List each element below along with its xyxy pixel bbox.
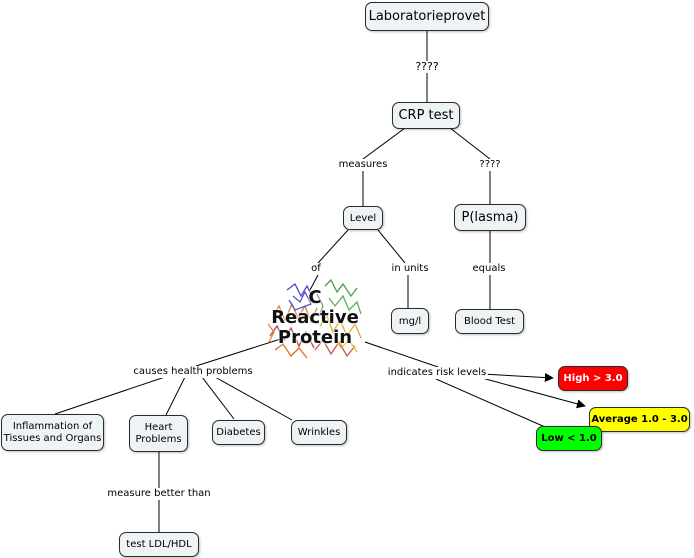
link-crp-qq	[449, 127, 491, 160]
link-protein-indicates	[364, 341, 439, 368]
link-label-causes-health-problems: causes health problems	[131, 366, 255, 378]
node-inflammation-line2: Tissues and Organs	[3, 432, 102, 444]
link-label-crp-plasma: ????	[477, 159, 503, 171]
link-level-of	[317, 229, 349, 264]
node-heart-line1: Heart	[144, 421, 173, 433]
link-label-measure-better-than: measure better than	[105, 488, 213, 500]
link-label-measures: measures	[336, 159, 390, 171]
node-laboratorieprovet[interactable]: Laboratorieprovet	[365, 2, 489, 31]
protein-structure-image	[267, 278, 362, 359]
node-risk-high-label: High > 3.0	[563, 373, 623, 384]
link-level-units	[377, 229, 406, 264]
link-protein-causes	[195, 335, 291, 367]
node-heart-line2: Problems	[135, 433, 182, 445]
node-level-label: Level	[349, 212, 377, 224]
node-blood-test[interactable]: Blood Test	[455, 309, 524, 334]
node-blood-test-label: Blood Test	[463, 316, 516, 327]
node-risk-average[interactable]: Average 1.0 - 3.0	[589, 407, 690, 432]
protein-title-line1: C	[308, 287, 322, 308]
link-causes-heart	[165, 376, 186, 416]
node-mg-l-label: mg/l	[398, 315, 422, 327]
protein-title-line3: Protein	[277, 327, 353, 348]
protein-title-line2: Reactive	[271, 307, 359, 328]
link-crp-measures	[362, 127, 406, 160]
link-causes-diabetes	[201, 376, 235, 420]
node-diabetes-label: Diabetes	[216, 427, 261, 438]
node-risk-low[interactable]: Low < 1.0	[536, 426, 602, 451]
node-wrinkles-label: Wrinkles	[297, 427, 341, 438]
node-risk-high[interactable]: High > 3.0	[558, 366, 628, 391]
node-diabetes[interactable]: Diabetes	[212, 420, 265, 445]
protein-title: C Reactive Protein	[265, 276, 365, 360]
link-label-in-units: in units	[389, 263, 431, 275]
link-label-indicates-risk-levels: indicates risk levels	[385, 367, 489, 379]
node-plasma[interactable]: P(lasma)	[454, 204, 526, 231]
node-laboratorieprovet-label: Laboratorieprovet	[368, 9, 486, 24]
link-of-protein	[309, 274, 319, 291]
arrow-high	[481, 373, 554, 383]
arrow-average	[481, 377, 586, 409]
node-test-ldl-hdl-label: test LDL/HDL	[126, 539, 192, 550]
node-c-reactive-protein[interactable]: C Reactive Protein	[265, 276, 365, 360]
node-risk-average-label: Average 1.0 - 3.0	[591, 414, 688, 425]
link-label-equals: equals	[470, 263, 508, 275]
node-test-ldl-hdl[interactable]: test LDL/HDL	[119, 532, 199, 557]
link-indicates-low	[435, 378, 546, 428]
node-heart-problems[interactable]: Heart Problems	[129, 415, 188, 452]
node-mg-l[interactable]: mg/l	[391, 308, 429, 334]
node-level[interactable]: Level	[343, 206, 383, 230]
link-label-of: of	[309, 263, 323, 275]
node-inflammation[interactable]: Inflammation of Tissues and Organs	[1, 414, 104, 451]
node-crp-test[interactable]: CRP test	[392, 102, 460, 129]
node-plasma-label: P(lasma)	[461, 210, 519, 225]
node-crp-test-label: CRP test	[398, 108, 454, 123]
link-label-lab-crp: ????	[413, 60, 441, 73]
node-wrinkles[interactable]: Wrinkles	[291, 420, 347, 445]
link-causes-inflammation	[54, 376, 166, 415]
link-causes-wrinkles	[214, 376, 293, 421]
node-risk-low-label: Low < 1.0	[541, 433, 597, 444]
node-inflammation-line1: Inflammation of	[12, 420, 93, 432]
